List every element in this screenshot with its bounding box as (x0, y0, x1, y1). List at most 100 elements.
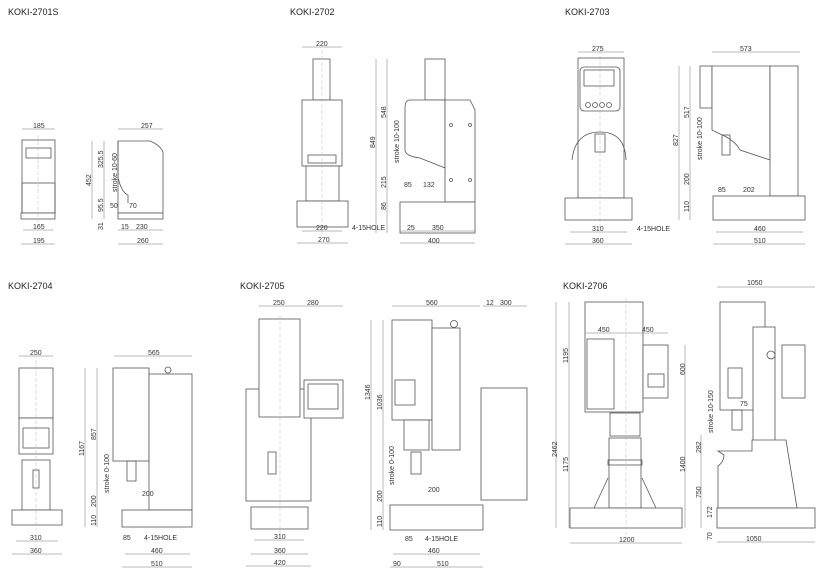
dim: 1050 (747, 280, 763, 287)
touch-screen (307, 383, 339, 410)
dim: 573 (740, 46, 752, 53)
dim: 750 (696, 486, 703, 498)
panel-title: KOKI-2701S (8, 7, 59, 17)
dim: 350 (432, 225, 444, 232)
dim: stroke 10-150 (708, 390, 715, 433)
dim: 75 (740, 401, 748, 408)
dim: 849 (370, 136, 377, 148)
dim: stroke 10-100 (394, 120, 401, 163)
dim: 202 (743, 187, 755, 194)
panel-koki-2702: KOKI-2702 220 849 548 stroke 10 (290, 7, 476, 245)
dim: 85 (404, 182, 412, 189)
dim: 200 (142, 491, 154, 498)
dim: 260 (137, 238, 149, 245)
front-view (20, 128, 56, 245)
dim: 1195 (563, 348, 570, 363)
front-view (564, 50, 633, 245)
dim: 450 (642, 327, 654, 334)
dim: 200 (428, 487, 440, 494)
dim: 86 (381, 202, 388, 210)
dim: 85 (718, 187, 726, 194)
dim: 310 (274, 534, 286, 541)
dim: 510 (437, 561, 449, 568)
touch-screen (583, 69, 615, 87)
dim: 50 (110, 203, 118, 210)
dim: 250 (30, 350, 42, 357)
dim: 1175 (563, 457, 570, 472)
dim: 165 (33, 224, 45, 231)
panel-title: KOKI-2705 (240, 281, 285, 291)
dim: 460 (151, 548, 163, 555)
side-view (84, 355, 193, 568)
hole-note: 4-15HOLE (425, 536, 458, 543)
dim: 600 (680, 363, 687, 375)
dim: 31 (98, 222, 105, 230)
dim: 460 (754, 226, 766, 233)
dim: 452 (86, 174, 93, 186)
dim: 857 (91, 428, 98, 440)
dim: 360 (592, 238, 604, 245)
dim: 12 (486, 300, 494, 307)
dim: 185 (33, 123, 45, 130)
dim: 282 (696, 441, 703, 453)
dim: 827 (673, 134, 680, 146)
dim: 172 (707, 506, 714, 518)
dim: 450 (598, 327, 610, 334)
dim: 90 (393, 561, 401, 568)
front-view (555, 298, 686, 544)
panel-title: KOKI-2702 (290, 7, 335, 17)
dim: 400 (428, 238, 440, 245)
hole-note: 4-15HOLE (637, 226, 670, 233)
dim: 270 (318, 237, 330, 244)
dim: 275 (592, 46, 604, 53)
dim: 560 (426, 300, 438, 307)
dim: 1346 (365, 384, 372, 400)
dim: 110 (91, 515, 98, 526)
dim: 325.5 (98, 150, 105, 168)
dim: 70 (707, 532, 714, 540)
dim: 300 (500, 300, 512, 307)
dim: 200 (377, 490, 384, 502)
dim: 230 (136, 224, 148, 231)
dim: 85 (123, 535, 131, 542)
dim: 250 (273, 300, 285, 307)
panel-title: KOKI-2703 (565, 7, 610, 17)
dim: 548 (381, 106, 388, 118)
dim: stroke 0-100 (389, 446, 396, 485)
dim: 95.5 (98, 198, 105, 212)
panel-koki-2701s: KOKI-2701S 185 257 452 325.5 stroke 10-6… (8, 7, 164, 245)
front-view (296, 46, 349, 244)
dim: 215 (381, 176, 388, 188)
dim: 70 (129, 203, 137, 210)
side-view (91, 128, 164, 245)
dim: 565 (148, 350, 160, 357)
dim: 1200 (619, 537, 635, 544)
dim: 510 (151, 561, 163, 568)
dim: 110 (377, 516, 384, 527)
dim: stroke 10-60 (112, 153, 119, 192)
dim: 85 (405, 536, 413, 543)
hole-note: 4-15HOLE (144, 535, 177, 542)
touch-screen (647, 373, 665, 388)
dim: 1050 (746, 536, 762, 543)
side-view (370, 305, 528, 568)
dim: 310 (30, 535, 42, 542)
panel-title: KOKI-2704 (8, 281, 53, 291)
front-view (245, 305, 344, 567)
panel-koki-2705: KOKI-2705 (240, 281, 528, 568)
dim: 200 (684, 173, 691, 185)
panel-koki-2703: KOKI-2703 275 573 827 (564, 7, 806, 245)
dim: 257 (141, 123, 153, 130)
dim: 220 (316, 41, 328, 48)
dim: 360 (30, 548, 42, 555)
dim: 132 (423, 182, 435, 189)
dim: 15 (121, 224, 129, 231)
dim: 310 (592, 226, 604, 233)
dim: 2462 (552, 441, 559, 457)
dim: stroke 10-100 (697, 117, 704, 160)
dim: 510 (754, 238, 766, 245)
panel-title: KOKI-2706 (563, 281, 608, 291)
panel-koki-2704: KOKI-2704 250 565 1167 8 (8, 281, 193, 568)
dim: 517 (684, 106, 691, 118)
